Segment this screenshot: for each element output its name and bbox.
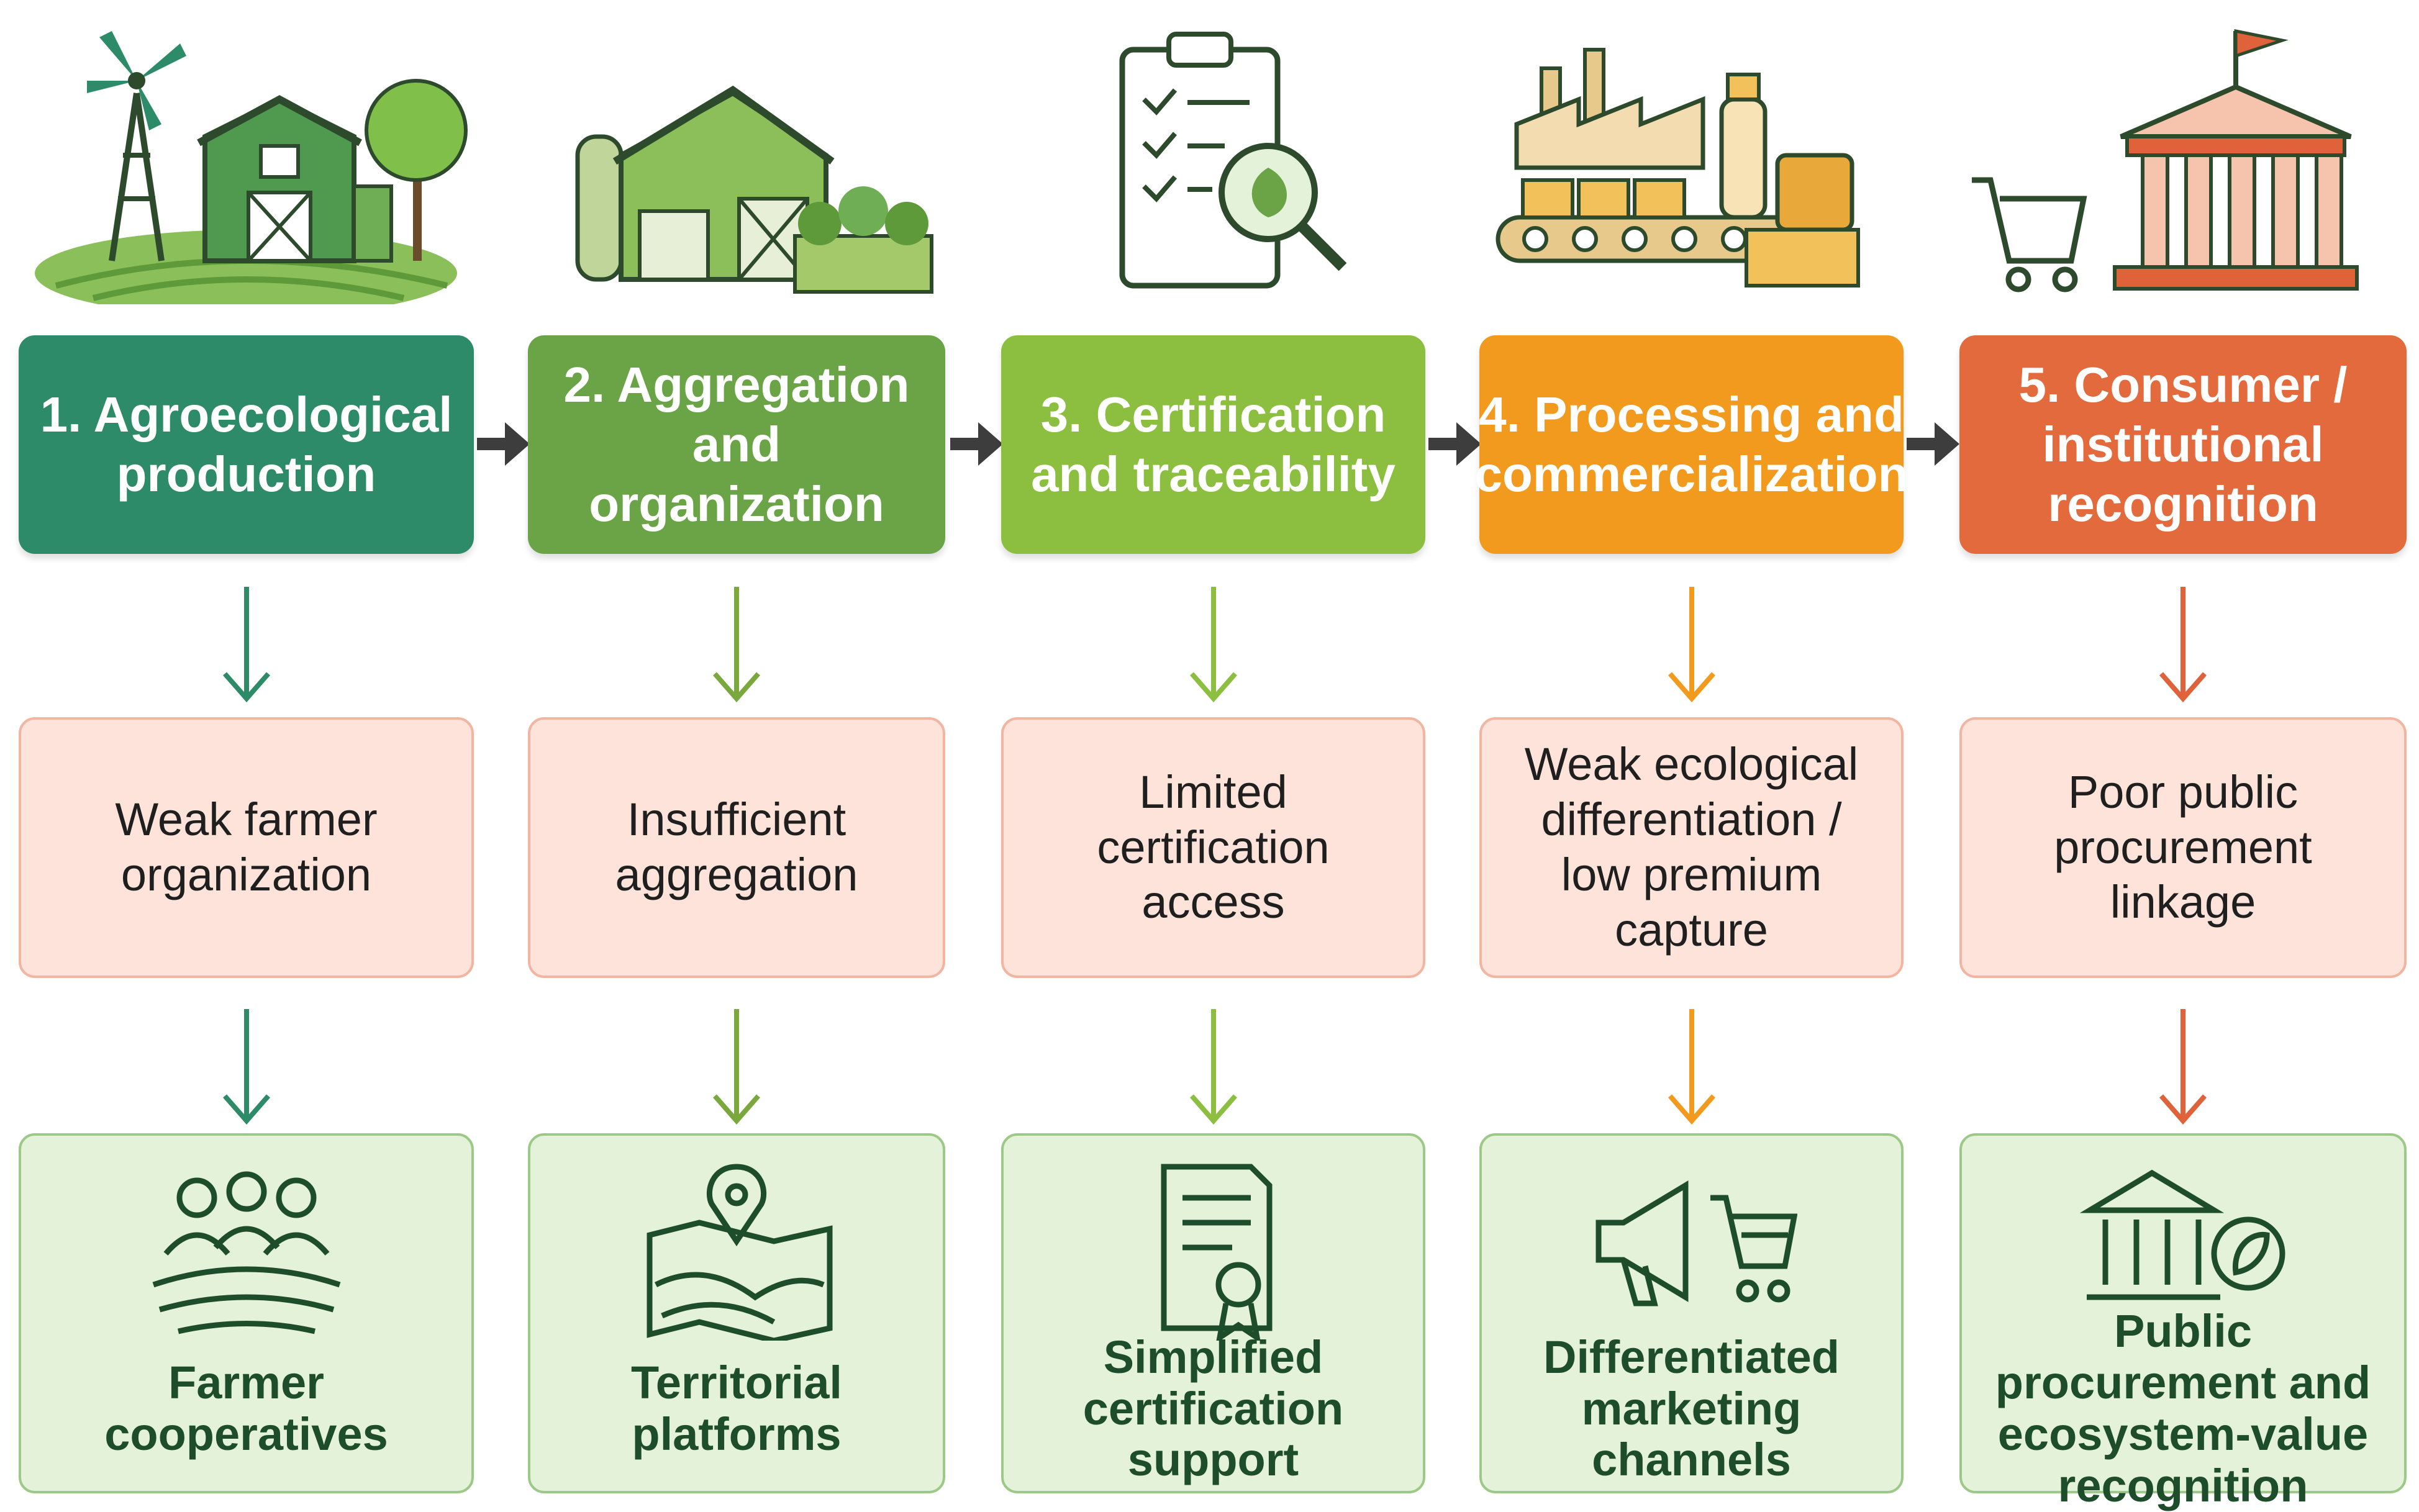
problem-5-text: Poor public procurement linkage [2054,766,2312,928]
down-arrow-icon [222,1009,270,1125]
solution-box-2: Territorial platforms [528,1133,945,1493]
column-2: 2. Aggregation and organization Insuffic… [528,0,945,1505]
problem-1-text: Weak farmer organization [115,794,378,900]
stage-1-box: 1. Agroecological production [19,335,474,554]
problem-box-5: Poor public procurement linkage [1959,717,2407,978]
problem-box-3: Limited certification access [1001,717,1425,978]
farmer-group-fields-icon [152,1171,340,1334]
column-5: 5. Consumer / institutional recognition … [1959,0,2407,1511]
stage-5-box: 5. Consumer / institutional recognition [1959,335,2407,554]
megaphone-cart-icon [1595,1180,1797,1306]
column-3: 3. Certification and traceability Limite… [1001,0,1425,1505]
problem-box-2: Insufficient aggregation [528,717,945,978]
solution-box-4: Differentiated marketing channels [1479,1133,1904,1493]
column-1: 1. Agroecological production Weak farmer… [19,0,474,1505]
institution-leaf-icon [2079,1169,2285,1300]
solution-5-text: Public procurement and ecosystem-value r… [1995,1305,2371,1511]
solution-2-text: Territorial platforms [631,1357,842,1460]
solution-3-text: Simplified certification support [1082,1331,1344,1486]
down-arrow-icon [712,587,761,703]
down-arrow-icon [1668,1009,1715,1125]
down-arrow-icon [1189,1009,1237,1125]
stage-4-box: 4. Processing and commercialization [1475,335,1908,554]
solution-box-3: Simplified certification support [1001,1133,1425,1493]
problem-box-4: Weak ecological differentiation / low pr… [1479,717,1904,978]
cart-government-building-icon [1972,29,2359,292]
solution-box-5: Public procurement and ecosystem-value r… [1959,1133,2407,1511]
problem-box-1: Weak farmer organization [19,717,474,978]
right-arrow-icon [1428,422,1481,466]
down-arrow-icon [1189,587,1237,703]
down-arrow-icon [712,1009,761,1125]
problem-2-text: Insufficient aggregation [615,794,858,900]
stage-1-label: 1. Agroecological production [40,387,453,502]
stage-2-label: 2. Aggregation and organization [563,357,910,532]
down-arrow-icon [2159,587,2207,703]
factory-conveyor-products-icon [1495,48,1860,287]
problem-3-text: Limited certification access [1097,766,1330,928]
problem-4-text: Weak ecological differentiation / low pr… [1524,738,1859,956]
right-arrow-icon [950,422,1003,466]
solution-1-text: Farmer cooperatives [104,1357,388,1460]
stage-3-box: 3. Certification and traceability [1001,335,1425,554]
stage-3-label: 3. Certification and traceability [1031,387,1396,502]
stage-5-label: 5. Consumer / institutional recognition [2018,357,2348,532]
down-arrow-icon [2159,1009,2207,1125]
right-arrow-icon [477,422,530,466]
stage-4-label: 4. Processing and commercialization [1474,387,1908,502]
down-arrow-icon [222,587,270,703]
map-pin-territory-icon [647,1164,833,1341]
certificate-ribbon-icon [1161,1164,1272,1341]
farm-windmill-barn-icon [35,31,468,304]
solution-box-1: Farmer cooperatives [19,1133,474,1493]
barn-silo-crates-icon [575,85,933,294]
right-arrow-icon [1907,422,1959,466]
solution-4-text: Differentiated marketing channels [1543,1331,1840,1486]
checklist-magnifier-leaf-icon [1119,32,1347,289]
down-arrow-icon [1668,587,1715,703]
stage-2-box: 2. Aggregation and organization [528,335,945,554]
column-4: 4. Processing and commercialization Weak… [1475,0,1908,1505]
